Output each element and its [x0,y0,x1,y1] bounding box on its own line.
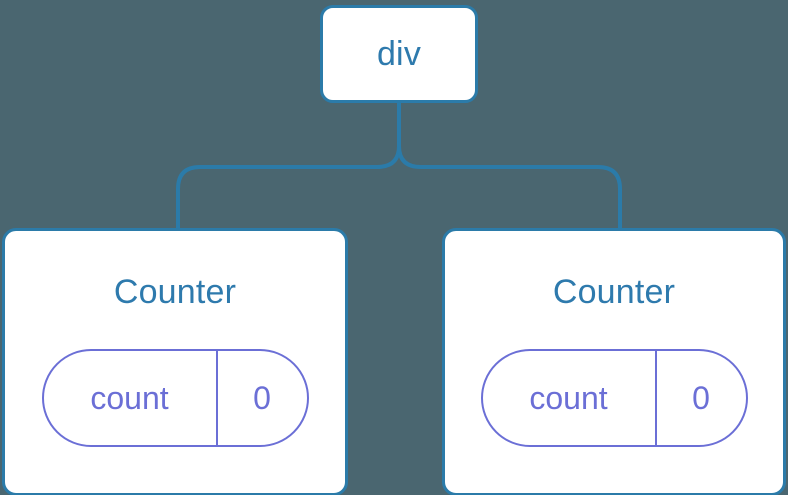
node-counter-0[interactable]: Counter count 0 [2,228,348,495]
node-div-label: div [376,35,422,73]
state-pill-1-value: 0 [692,380,710,416]
state-pill-0[interactable]: count 0 [41,349,309,447]
state-pill-0-value: 0 [253,380,271,416]
node-div[interactable]: div [320,5,478,103]
state-pill-1-key: count [483,351,657,445]
node-counter-0-title: Counter [113,273,237,311]
connector-root-to-right-child [397,145,622,230]
connector-root-to-left-child [176,102,401,230]
state-pill-0-key: count [44,351,218,445]
node-counter-1-title: Counter [552,273,676,311]
node-counter-1[interactable]: Counter count 0 [442,228,786,495]
state-pill-1[interactable]: count 0 [480,349,748,447]
